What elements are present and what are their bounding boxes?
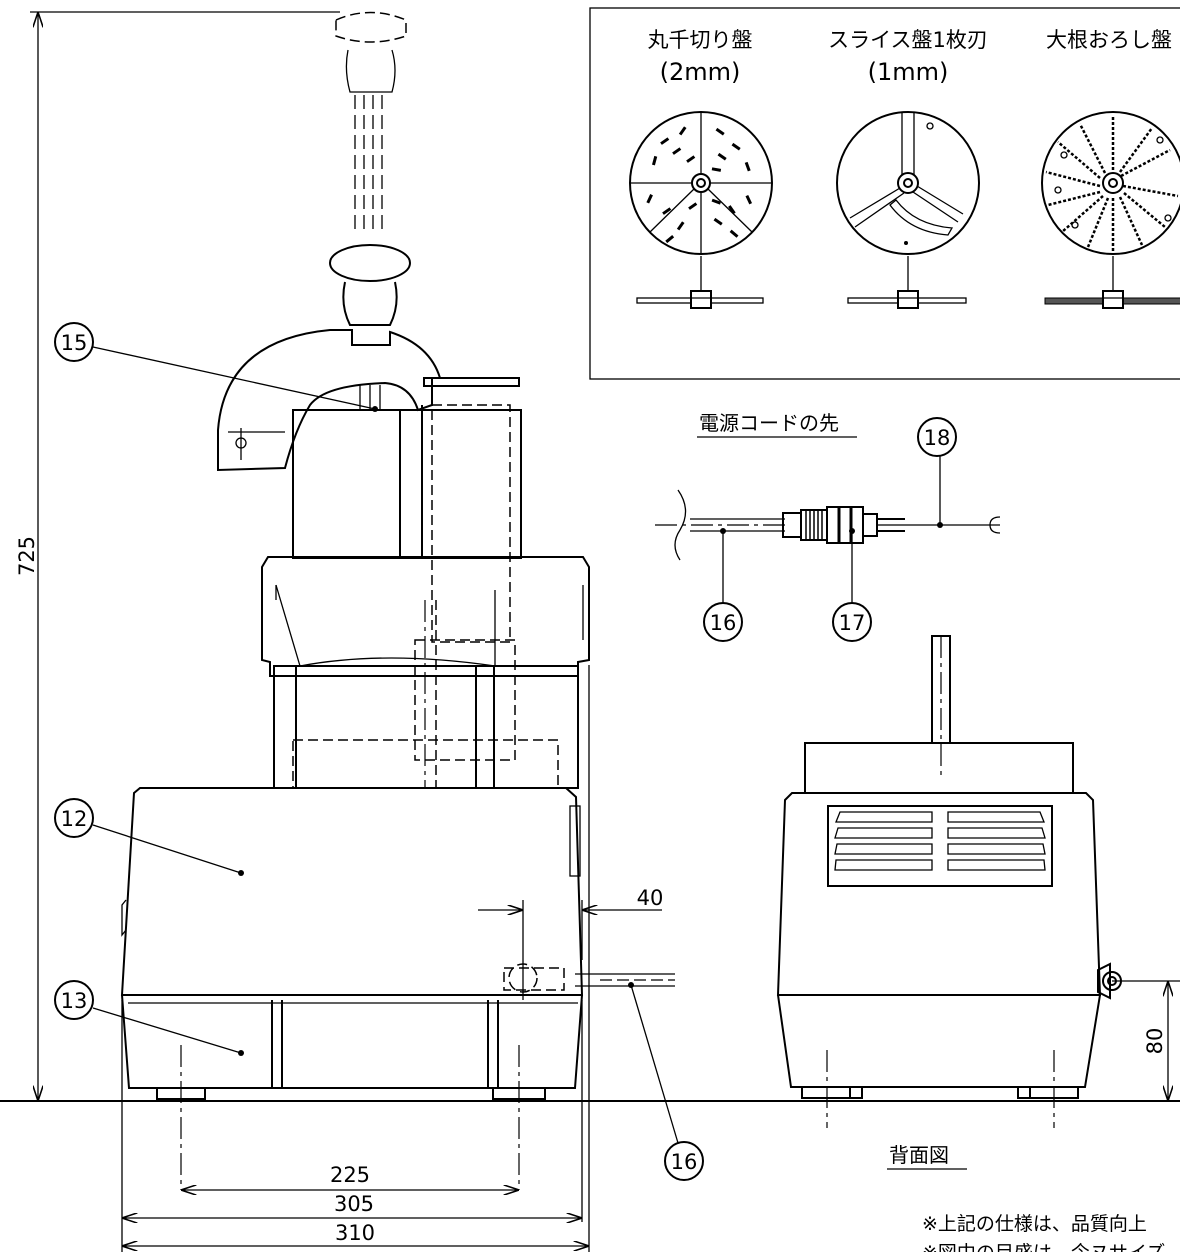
callout-16-cord-number: 16 <box>710 611 737 635</box>
back-feet <box>801 1050 1079 1128</box>
feed-head <box>217 329 522 559</box>
slicing-blade: スライス盤1枚刃 (1mm) <box>828 28 988 309</box>
notes: ※上記の仕様は、品質向上 ※図中の目盛は、今ヌサイズ <box>922 1213 1165 1252</box>
callout-13-number: 13 <box>61 989 88 1013</box>
dim-40-label: 40 <box>637 886 664 910</box>
blade-1-name: 丸千切り盤 <box>648 28 753 52</box>
callout-12-number: 12 <box>61 807 88 831</box>
shred-holes <box>646 126 753 244</box>
height-dimension: 725 <box>15 11 340 1101</box>
grater-blade: 大根おろし盤 <box>1041 28 1180 309</box>
callout-16-cord: 16 <box>703 531 743 642</box>
front-view: 40 225 305 310 15 12 13 <box>54 11 704 1252</box>
dim-225-label: 225 <box>330 1163 370 1187</box>
dim-80: 80 <box>1143 981 1168 1101</box>
width-dimensions: 225 305 310 <box>121 665 590 1252</box>
dim-40: 40 <box>478 886 663 1000</box>
dim-310-label: 310 <box>335 1221 375 1245</box>
vent-louvers <box>827 805 1053 887</box>
connector-threads <box>805 510 823 540</box>
pusher-raised-phantom <box>335 11 407 230</box>
motor-base <box>120 787 584 1089</box>
callout-15-number: 15 <box>61 331 88 355</box>
blade-1-size: (2mm) <box>660 58 741 86</box>
note-line-2: ※図中の目盛は、今ヌサイズ <box>922 1242 1165 1252</box>
grater-teeth <box>1045 115 1179 252</box>
blade-panel: 丸千切り盤 (2mm) <box>589 7 1180 380</box>
dim-80-label: 80 <box>1143 1028 1167 1055</box>
callout-13: 13 <box>54 980 244 1056</box>
pusher-knob <box>329 244 411 326</box>
dim-305-label: 305 <box>334 1192 374 1216</box>
front-feet <box>156 1045 546 1190</box>
bowl <box>273 404 579 789</box>
note-line-1: ※上記の仕様は、品質向上 <box>922 1213 1147 1235</box>
callout-12: 12 <box>54 798 244 876</box>
back-view: 80 背面図 <box>776 635 1180 1170</box>
blade-2-size: (1mm) <box>868 58 949 86</box>
callout-16-front: 16 <box>630 984 704 1181</box>
callout-18: 18 <box>917 417 957 525</box>
lid-cover <box>261 556 590 677</box>
callout-15: 15 <box>54 322 378 412</box>
cord-end-detail: 電源コードの先 18 16 <box>655 411 1001 642</box>
callout-17-number: 17 <box>839 611 866 635</box>
cord-detail-title: 電源コードの先 <box>699 411 839 435</box>
callout-16-front-number: 16 <box>671 1150 698 1174</box>
callout-18-number: 18 <box>924 426 951 450</box>
back-view-title: 背面図 <box>889 1143 949 1167</box>
blade-3-name: 大根おろし盤 <box>1046 28 1172 52</box>
dim-height-label: 725 <box>15 536 39 576</box>
blade-2-name: スライス盤1枚刃 <box>828 28 988 52</box>
callout-17: 17 <box>832 531 872 642</box>
shredding-blade: 丸千切り盤 (2mm) <box>629 28 773 309</box>
